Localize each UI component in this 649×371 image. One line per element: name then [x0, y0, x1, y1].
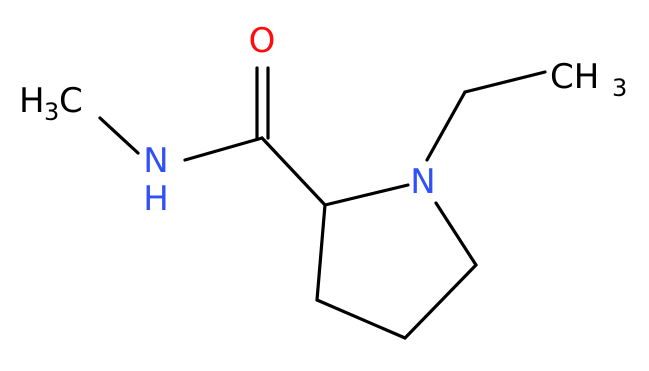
- n-methyl-hydrogen: H: [19, 81, 45, 121]
- c2-to-ring-n-bond: [323, 183, 410, 207]
- amide-nitrogen-label: N: [143, 141, 168, 181]
- amide-n-to-methyl-bond: [98, 116, 140, 155]
- ring-n-to-ch2-bond: [425, 90, 467, 162]
- c3-to-c2-bond: [315, 203, 327, 302]
- amide-hydrogen-label: H: [143, 179, 169, 219]
- ring-nitrogen-label: N: [410, 162, 435, 202]
- ethyl-methyl-count: 3: [612, 74, 627, 102]
- oxygen-atom-label: O: [249, 21, 276, 61]
- ring-n-to-c5-bond: [434, 201, 478, 267]
- c5-to-c4-bond: [403, 263, 478, 340]
- c4-to-c3-bond: [315, 298, 407, 340]
- bonds: [98, 66, 547, 340]
- ethyl-methyl-ch: CH: [550, 57, 599, 97]
- carbonyl-to-amide-n-bond: [183, 136, 264, 162]
- n-methyl-label: H 3 C: [19, 81, 83, 126]
- carbonyl-to-c2-bond: [260, 136, 327, 207]
- ethyl-methyl-label: CH 3: [550, 57, 627, 102]
- ch2-to-ch3-bond: [463, 70, 547, 94]
- n-methyl-count: 3: [44, 98, 59, 126]
- n-methyl-carbon: C: [59, 81, 83, 121]
